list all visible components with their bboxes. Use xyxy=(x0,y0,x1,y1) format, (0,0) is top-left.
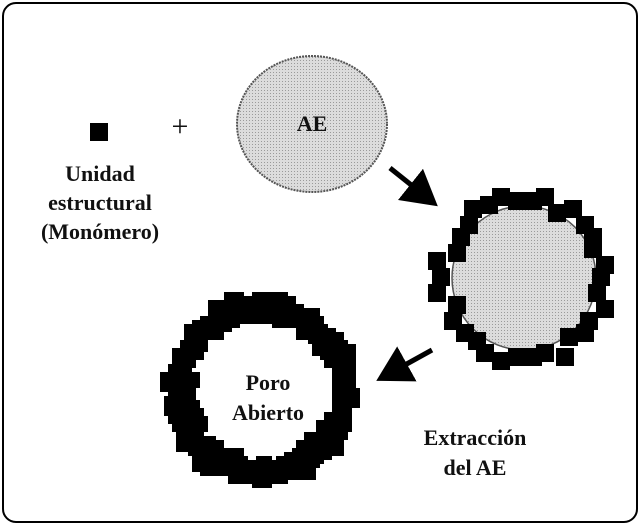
imprint-monomer-block xyxy=(508,348,526,366)
pore-label-line2: Abierto xyxy=(231,400,305,425)
imprinted-monomer-ring xyxy=(428,188,614,370)
imprint-monomer-block xyxy=(448,244,466,262)
imprint-monomer-block xyxy=(556,348,574,366)
imprint-monomer-block xyxy=(560,328,578,346)
imprint-monomer-block xyxy=(432,268,450,286)
imprinted-template xyxy=(428,188,614,370)
imprint-monomer-block xyxy=(584,240,602,258)
imprint-monomer-block xyxy=(460,216,478,234)
imprint-monomer-block xyxy=(536,188,554,206)
pore-monomer-block xyxy=(312,324,328,340)
extraction-label-line1: Extracción xyxy=(423,425,527,450)
monomer-square xyxy=(90,123,108,141)
imprint-monomer-block xyxy=(596,256,614,274)
plus-sign: + xyxy=(171,110,189,143)
imprint-monomer-block xyxy=(448,296,466,314)
template-label: AE xyxy=(296,111,328,136)
imprint-monomer-block xyxy=(524,348,542,366)
imprint-monomer-block xyxy=(576,324,594,342)
imprint-monomer-block xyxy=(492,188,510,206)
imprint-monomer-block xyxy=(428,252,446,270)
arrow-to-pore xyxy=(376,346,434,382)
imprint-monomer-block xyxy=(428,284,446,302)
imprint-monomer-block xyxy=(596,300,614,318)
imprint-monomer-block xyxy=(464,200,482,218)
imprint-monomer-block xyxy=(508,192,526,210)
pore-monomer-block xyxy=(188,432,204,448)
pore-monomer-block xyxy=(296,324,312,340)
imprint-monomer-block xyxy=(564,200,582,218)
monomer-label-line1: Unidad xyxy=(65,161,135,186)
imprint-monomer-block xyxy=(588,284,606,302)
arrow-to-imprint xyxy=(388,166,438,207)
imprint-monomer-block xyxy=(444,312,462,330)
template-ellipse xyxy=(236,55,388,193)
imprint-monomer-block xyxy=(492,352,510,370)
monomer-label-line2: estructural xyxy=(48,190,152,215)
extraction-label-line2: del AE xyxy=(443,455,507,480)
pore-monomer-block xyxy=(332,372,348,388)
monomer-label-line3: (Monómero) xyxy=(40,219,160,244)
open-pore-ring xyxy=(160,292,360,488)
pore-label-line1: Poro xyxy=(245,370,291,395)
imprint-monomer-block xyxy=(548,204,566,222)
pore-monomer-block xyxy=(192,452,212,472)
